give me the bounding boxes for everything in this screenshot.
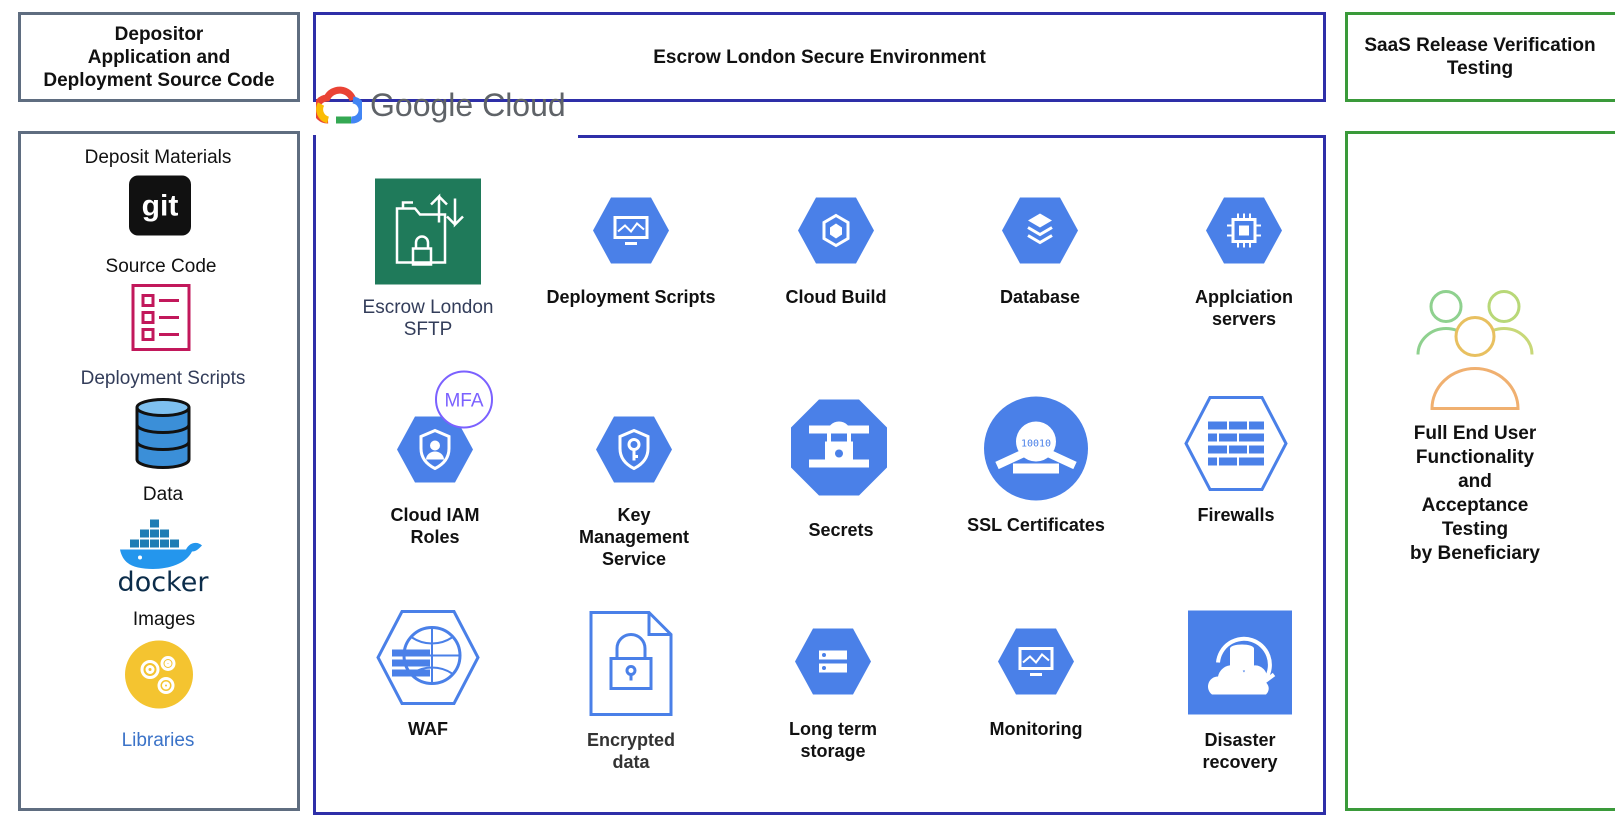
users-group-icon (1412, 285, 1538, 416)
sftp-transfer-icon (375, 178, 481, 290)
right-body-text: Full End User Functionality and Acceptan… (1410, 423, 1540, 564)
images-label: Images (132, 609, 196, 630)
database-stack-icon (134, 398, 192, 475)
service-label: Cloud Build (785, 287, 887, 307)
disaster-recovery-icon (1188, 610, 1292, 720)
right-header-box: SaaS Release Verification Testing (1345, 12, 1615, 102)
chip-hex-icon (1204, 196, 1284, 271)
storage-hex-icon (793, 627, 873, 702)
mfa-badge: MFA (434, 370, 494, 435)
google-cloud-logo: Google Cloud (316, 86, 566, 124)
ssl-circle-icon: 10010 (983, 396, 1089, 507)
cloud-build-hex-icon (796, 196, 876, 271)
monitoring-hex-icon (996, 627, 1076, 702)
service-label: Monitoring (989, 719, 1083, 739)
libraries-label: Libraries (121, 730, 195, 751)
deployment-scripts-label: Deployment Scripts (80, 368, 246, 389)
lock-octagon-icon (789, 398, 889, 503)
service-label: Secrets (808, 520, 874, 540)
encrypted-file-icon (589, 611, 673, 722)
key-shield-hex-icon (594, 415, 674, 490)
docker-whale-icon (118, 519, 208, 577)
service-label: Long term storage (789, 719, 877, 761)
monitor-hex-icon (591, 196, 671, 271)
service-label: Database (999, 287, 1081, 307)
center-body-left-stub (313, 150, 316, 160)
service-label: Encrypted data (586, 730, 676, 772)
database-hex-icon (1000, 196, 1080, 271)
service-label: SSL Certificates (967, 515, 1105, 535)
google-cloud-icon (316, 86, 362, 124)
service-label: Applciation servers (1195, 287, 1293, 329)
right-header-text: SaaS Release Verification Testing (1364, 35, 1596, 79)
checklist-icon (131, 284, 191, 357)
service-label: Deployment Scripts (546, 287, 716, 307)
data-label: Data (142, 484, 184, 505)
svg-text:10010: 10010 (1021, 439, 1051, 450)
iam-hex-icon (395, 415, 475, 490)
center-header-box: Escrow London Secure Environment (313, 12, 1326, 102)
source-code-label: Source Code (105, 256, 217, 277)
mfa-text: MFA (444, 391, 483, 412)
google-cloud-text: Google Cloud (370, 86, 566, 123)
deposit-materials-title: Deposit Materials (84, 147, 232, 168)
service-label: Cloud IAM Roles (390, 505, 480, 547)
sftp-label: Escrow London SFTP (362, 297, 494, 340)
service-label: Key Management Service (578, 505, 690, 569)
left-header-box: Depositor Application and Deployment Sou… (18, 12, 300, 102)
firewall-hex-icon (1184, 396, 1288, 497)
svg-text:git: git (142, 190, 179, 223)
waf-hex-icon (376, 610, 480, 711)
service-label: WAF (408, 719, 448, 739)
gears-icon (124, 640, 194, 715)
service-label: Firewalls (1197, 505, 1275, 525)
docker-wordmark: docker (117, 567, 209, 598)
left-header-text: Depositor Application and Deployment Sou… (43, 23, 275, 91)
center-body-top-border (578, 135, 1326, 138)
center-header-text: Escrow London Secure Environment (653, 46, 986, 68)
git-icon: git (129, 175, 191, 241)
service-label: Disaster recovery (1202, 730, 1278, 772)
